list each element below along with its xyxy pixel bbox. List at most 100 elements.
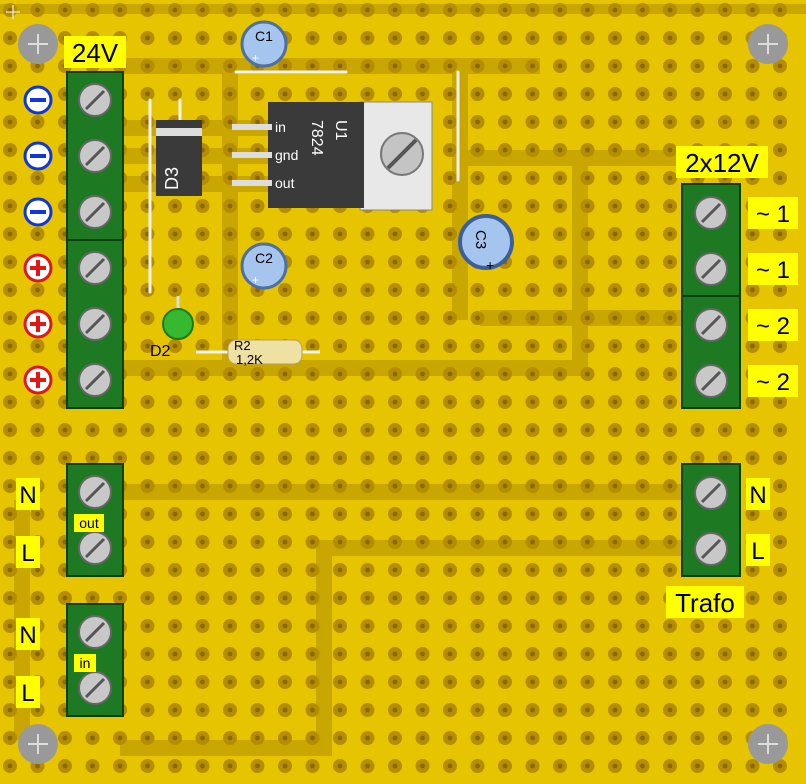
label-trafo: Trafo [675, 588, 735, 618]
pad-hole [667, 567, 673, 573]
pad-hole [227, 651, 233, 657]
pad-hole [337, 735, 343, 741]
pad-hole [722, 455, 728, 461]
pad-hole [612, 7, 618, 13]
pad-hole [640, 371, 645, 377]
pad-hole [282, 595, 288, 601]
pad-hole [62, 735, 68, 741]
pad-hole [695, 623, 700, 629]
pad-hole [777, 231, 783, 237]
pad-hole [585, 595, 590, 601]
pad-hole [447, 735, 453, 741]
pad-hole [35, 399, 40, 405]
mains-pin-label-bg [16, 618, 40, 650]
pad-hole [7, 735, 13, 741]
c1-plus-mark: + [252, 51, 259, 65]
pad-hole [200, 231, 205, 237]
pad-hole [145, 595, 150, 601]
pad-hole [227, 315, 233, 321]
pad-hole [420, 735, 425, 741]
pad-hole [337, 7, 343, 13]
pad-hole [557, 287, 563, 293]
pad-hole [722, 119, 728, 125]
pad-hole [35, 287, 40, 293]
pad-hole [585, 343, 590, 349]
pad-hole [310, 343, 315, 349]
pad-hole [502, 91, 508, 97]
pad-hole [777, 7, 783, 13]
pad-hole [722, 735, 728, 741]
pad-hole [227, 231, 233, 237]
pad-hole [337, 371, 343, 377]
pad-hole [392, 231, 398, 237]
pad-hole [777, 707, 783, 713]
pad-hole [7, 483, 13, 489]
pad-hole [585, 763, 590, 769]
mains-pin-label-bg [746, 478, 770, 510]
pad-hole [337, 539, 343, 545]
pad-hole [475, 483, 480, 489]
pad-hole [227, 455, 233, 461]
pad-hole [502, 679, 508, 685]
pad-hole [612, 35, 618, 41]
pad-hole [447, 203, 453, 209]
pad-hole [282, 763, 288, 769]
pad-hole [502, 511, 508, 517]
pad-hole [7, 35, 13, 41]
pad-hole [7, 679, 13, 685]
pad-hole [172, 35, 178, 41]
pad-hole [640, 763, 645, 769]
label-bg-24v [64, 36, 126, 68]
pad-hole [310, 455, 315, 461]
screw-slot [700, 314, 722, 336]
pad-hole [667, 287, 673, 293]
secondary-pin-label: ~ 2 [756, 313, 790, 340]
pad-hole [310, 567, 315, 573]
pad-hole [750, 679, 755, 685]
pad-hole [7, 651, 13, 657]
pad-hole [392, 455, 398, 461]
pad-hole [365, 455, 370, 461]
pad-hole [337, 35, 343, 41]
screw-slot [84, 621, 106, 643]
pad-hole [145, 427, 150, 433]
pad-hole [777, 399, 783, 405]
pad-hole [585, 287, 590, 293]
pad-hole [447, 371, 453, 377]
pad-hole [310, 259, 315, 265]
pad-hole [667, 203, 673, 209]
pad-hole [475, 63, 480, 69]
pad-hole [640, 595, 645, 601]
pad-hole [530, 203, 535, 209]
screw-slot [84, 537, 106, 559]
pad-hole [750, 567, 755, 573]
pad-hole [255, 707, 260, 713]
pad-hole [62, 595, 68, 601]
pad-hole [557, 399, 563, 405]
pad-hole [35, 175, 40, 181]
pad-hole [365, 623, 370, 629]
pad-hole [722, 63, 728, 69]
pad-hole [420, 399, 425, 405]
pad-hole [722, 679, 728, 685]
pad-hole [667, 371, 673, 377]
pad-hole [667, 231, 673, 237]
pad-hole [777, 763, 783, 769]
screw-slot [84, 481, 106, 503]
capacitor-c2: C2 + [240, 242, 288, 290]
pad-hole [365, 735, 370, 741]
pad-hole [365, 343, 370, 349]
pad-hole [337, 231, 343, 237]
pad-hole [310, 539, 315, 545]
pad-hole [695, 91, 700, 97]
pad-hole [475, 119, 480, 125]
pad-hole [365, 707, 370, 713]
pad-hole [502, 399, 508, 405]
pad-hole [337, 595, 343, 601]
secondary-pin-label: ~ 1 [756, 257, 790, 284]
pad-hole [777, 91, 783, 97]
pad-hole [310, 315, 315, 321]
resistor-r2: R2 1,2K [196, 338, 320, 367]
screw-slot [84, 677, 106, 699]
pad-hole [337, 679, 343, 685]
